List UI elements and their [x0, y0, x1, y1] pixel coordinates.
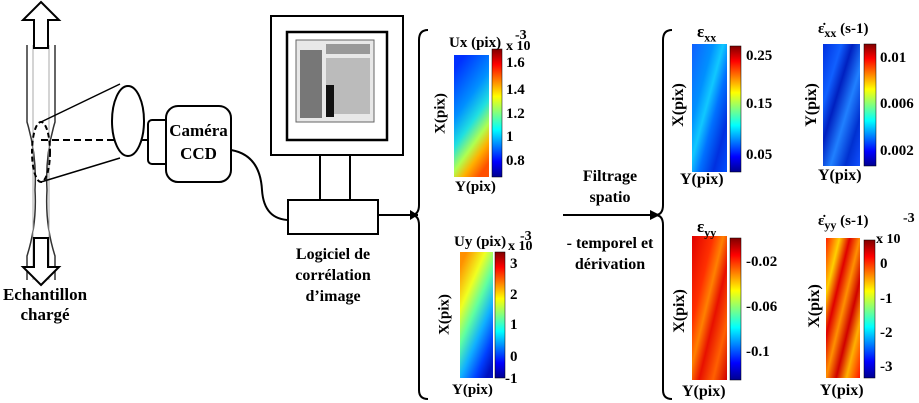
process-label-line1: Filtrage [582, 168, 638, 185]
ux-exponent: -3 [515, 28, 527, 43]
ryy-tick: -1 [880, 291, 893, 307]
ux-tick: 1 [506, 129, 514, 145]
process-label-line4: dérivation [574, 256, 646, 273]
rxx-tick: 0.002 [880, 143, 914, 159]
rxx-tick: 0.006 [880, 96, 914, 112]
eyy-ylabel: X(pix) [671, 289, 688, 333]
exx-ylabel: X(pix) [670, 83, 687, 127]
ux-multiplier: x 10 [506, 39, 531, 54]
ryy-multiplier: x 10 [876, 232, 901, 247]
eyy-tick: -0.02 [746, 254, 778, 270]
ux-title: Ux (pix) [449, 35, 502, 51]
camera-drawing [111, 85, 232, 183]
eyy-tick: -0.1 [746, 344, 770, 360]
uy-title: Uy (pix) [454, 234, 507, 250]
camera-cable [230, 149, 291, 221]
uy-tick: 3 [510, 256, 518, 272]
uy-exponent: -3 [520, 229, 532, 244]
specimen-label-line2: chargé [20, 305, 70, 324]
rxx-xlabel: Y(pix) [818, 167, 862, 184]
ryy-colorbar [863, 239, 876, 379]
ux-xlabel: Y(pix) [455, 179, 496, 195]
eyy-colorbar [729, 237, 742, 381]
up-arrow-icon [20, 0, 62, 49]
rxx-colorbar [863, 43, 877, 167]
ryy-tick: -2 [880, 325, 893, 341]
ux-field-map [454, 55, 489, 177]
ryy-field-map [826, 238, 860, 378]
exx-tick: 0.05 [746, 147, 773, 163]
exx-xlabel: Y(pix) [680, 171, 724, 188]
camera-label-line1: Caméra [169, 121, 228, 140]
uy-xlabel: Y(pix) [452, 382, 493, 398]
process-label-line3: - temporel et [566, 235, 654, 252]
ryy-tick: -3 [880, 359, 893, 375]
down-arrow-icon [20, 237, 62, 287]
software-label-line1: Logiciel de [295, 246, 371, 263]
exx-title: εxx [697, 22, 717, 45]
ux-tick: 1.2 [506, 106, 525, 122]
uy-multiplier: x 10 [508, 239, 533, 254]
camera-label-line2: CCD [180, 144, 217, 163]
brace-left [410, 29, 429, 400]
uy-colorbar [494, 251, 506, 379]
eyy-xlabel: Y(pix) [682, 383, 726, 400]
eyy-field-map [692, 236, 727, 380]
brace-right [654, 29, 673, 400]
screen-thumbnail [295, 39, 375, 123]
ux-tick: 1.6 [506, 55, 525, 71]
exx-tick: 0.25 [746, 48, 773, 64]
exx-field-map [692, 44, 727, 172]
software-label-line2: corrélation [295, 267, 371, 284]
eyy-title: εyy [697, 217, 717, 240]
rxx-field-map [823, 44, 860, 166]
uy-ylabel: X(pix) [436, 294, 453, 335]
rxx-title: ε̇xx (s-1) [818, 21, 869, 40]
ryy-title: ε̇yy (s-1) [818, 213, 869, 232]
ryy-xlabel: Y(pix) [820, 382, 864, 399]
ryy-ylabel: X(pix) [806, 284, 823, 328]
ux-tick: 1.4 [506, 82, 525, 98]
exx-tick: 0.15 [746, 96, 773, 112]
ryy-exponent: -3 [903, 211, 915, 226]
exx-colorbar [729, 45, 742, 173]
uy-tick: 1 [510, 317, 518, 333]
eyy-tick: -0.06 [746, 299, 778, 315]
ryy-tick: 0 [880, 256, 888, 272]
ux-ylabel: X(pix) [432, 93, 449, 134]
specimen-label-line1: Echantillon [2, 285, 88, 304]
uy-tick: -1 [505, 371, 518, 387]
uy-field-map [460, 252, 493, 378]
uy-tick: 0 [510, 349, 518, 365]
ux-tick: 0.8 [506, 153, 525, 169]
rxx-ylabel: Y(pix) [803, 83, 820, 127]
uy-tick: 2 [510, 287, 518, 303]
software-label-line3: d’image [305, 288, 361, 305]
rxx-tick: 0.01 [880, 50, 907, 66]
ux-colorbar [491, 48, 503, 178]
process-label-line2: spatio [589, 189, 631, 206]
